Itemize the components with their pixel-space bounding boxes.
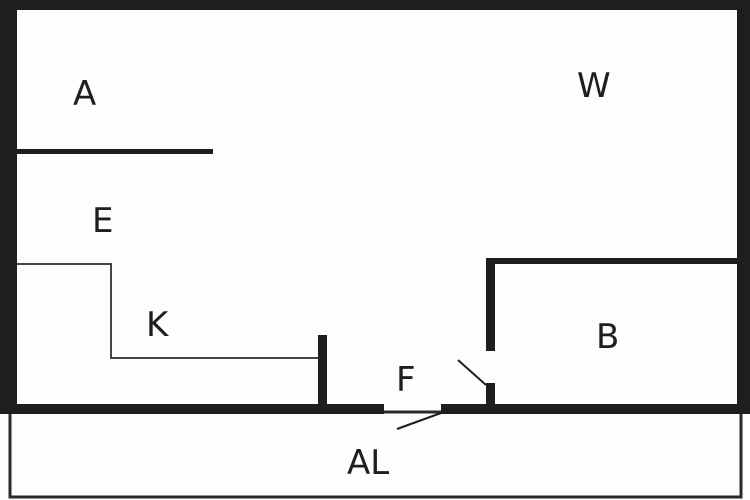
room-label-k: K bbox=[146, 305, 170, 345]
kitchen-outline bbox=[17, 263, 320, 359]
wall-bottom-left bbox=[0, 404, 384, 414]
wall-f-left bbox=[318, 335, 327, 406]
door-entry-swing bbox=[396, 412, 442, 430]
room-label-a: A bbox=[73, 74, 96, 114]
room-label-f: F bbox=[396, 360, 416, 400]
wall-right bbox=[737, 0, 750, 414]
door-b-swing bbox=[457, 359, 487, 386]
room-label-b: B bbox=[596, 317, 619, 357]
room-label-w: W bbox=[577, 66, 611, 106]
room-label-al: AL bbox=[347, 443, 389, 483]
wall-top bbox=[0, 0, 750, 10]
wall-left bbox=[0, 0, 17, 414]
wall-b-left-upper bbox=[486, 258, 495, 351]
room-label-e: E bbox=[92, 201, 113, 241]
wall-bottom-right bbox=[441, 404, 750, 414]
wall-b-top bbox=[486, 258, 737, 264]
wall-b-left-lower bbox=[486, 383, 495, 406]
wall-a bbox=[17, 149, 213, 154]
